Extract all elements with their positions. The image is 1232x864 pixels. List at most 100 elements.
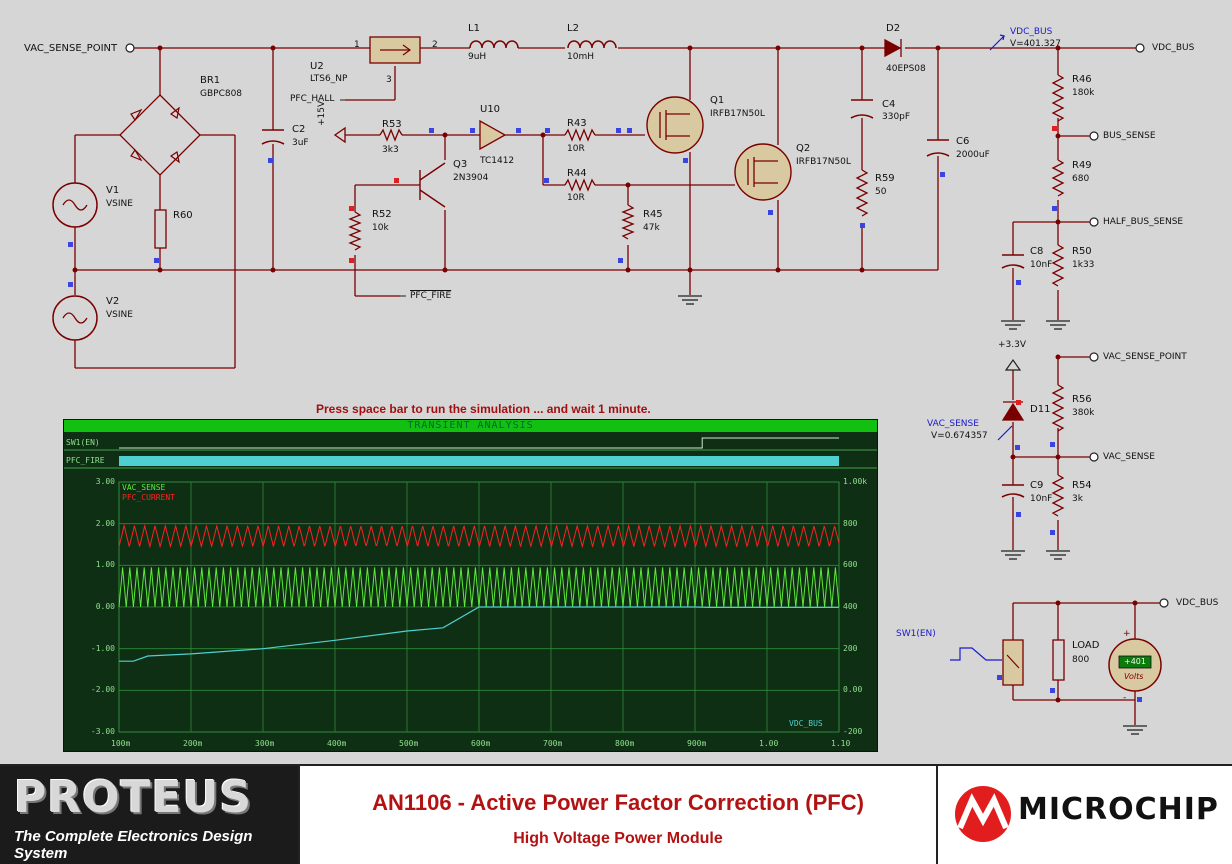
right-tick-label: -200: [843, 727, 863, 736]
l2-value: 10mH: [567, 52, 594, 62]
graph-title: TRANSIENT ANALYSIS: [64, 420, 877, 432]
c4-ref: C4: [882, 99, 896, 110]
probe-vdc-bus-name: VDC_BUS: [1010, 27, 1053, 37]
r50-ref: R50: [1072, 246, 1092, 257]
terminal-pfc-fire: PFC_FIRE: [410, 291, 452, 301]
u2-pin1: 1: [354, 40, 360, 50]
c8-ref: C8: [1030, 246, 1044, 257]
terminal-vdc-bus-right: VDC_BUS: [1176, 598, 1219, 608]
transient-analysis-graph[interactable]: TRANSIENT ANALYSIS 3.00 2.00 1.00 0.00 -1.00…: [63, 419, 878, 752]
q1-ref: Q1: [710, 95, 725, 106]
terminal-vac-sense-point-right: VAC_SENSE_POINT: [1103, 352, 1187, 362]
q3-ref: Q3: [453, 159, 468, 170]
c6-ref: C6: [956, 136, 970, 147]
left-tick-label: 2.00: [95, 518, 115, 528]
v1-value: VSINE: [106, 199, 133, 209]
vdc-bus-trace: [119, 606, 839, 662]
u10-value: TC1412: [480, 156, 515, 166]
load-value: 800: [1072, 655, 1090, 665]
q2-value: IRFB17N50L: [796, 157, 851, 167]
terminal-pfc-hall: PFC_HALL: [290, 94, 335, 104]
x-tick-label: 600m: [471, 739, 491, 748]
r45-value: 47k: [643, 223, 660, 233]
document-subtitle: High Voltage Power Module: [513, 830, 723, 847]
c8-value: 10nF: [1030, 260, 1053, 270]
r59-value: 50: [875, 187, 887, 197]
proteus-logo: PROTEUS: [14, 772, 253, 823]
c6-value: 2000uF: [956, 150, 990, 160]
terminal-vac-sense-point: VAC_SENSE_POINT: [24, 43, 118, 54]
pfc-fire-trace: [119, 456, 839, 466]
title-block: PROTEUS The Complete Electronics Design …: [0, 764, 1232, 864]
left-tick-label: -3.00: [90, 727, 115, 736]
x-tick-label: 800m: [615, 739, 635, 748]
u2-pin2: 2: [432, 40, 438, 50]
right-tick-label: 1.00k: [843, 477, 868, 486]
digital-trace-label: PFC_FIRE: [66, 456, 105, 465]
terminal-plus15v: +15V: [317, 100, 327, 126]
q2-ref: Q2: [796, 143, 811, 154]
sw1-en-trace: [119, 437, 839, 449]
r56-value: 380k: [1072, 408, 1095, 418]
proteus-tagline: The Complete Electronics Design System: [14, 828, 253, 862]
voltmeter-minus: -: [1123, 693, 1127, 703]
c4-value: 330pF: [882, 112, 911, 122]
left-tick-label: 1.00: [95, 560, 115, 570]
r49-ref: R49: [1072, 160, 1092, 171]
r49-value: 680: [1072, 174, 1090, 184]
pfc-current-trace: [118, 523, 840, 549]
sw1-ref[interactable]: SW1(EN): [896, 629, 936, 639]
voltmeter-plus: +: [1123, 629, 1131, 639]
d11-ref: D11: [1030, 404, 1051, 415]
r43-ref: R43: [567, 118, 587, 129]
terminal-half-bus-sense: HALF_BUS_SENSE: [1103, 217, 1184, 227]
u2-ref: U2: [310, 61, 324, 72]
right-tick-label: 200: [843, 643, 858, 653]
r59-ref: R59: [875, 173, 895, 184]
x-tick-label: 100m: [111, 739, 131, 748]
terminal-bus-sense: BUS_SENSE: [1103, 131, 1156, 141]
proteus-logo-box: PROTEUS The Complete Electronics Design …: [0, 766, 300, 864]
graph-plot: [64, 437, 877, 733]
right-tick-label: 600: [843, 560, 858, 570]
q3-value: 2N3904: [453, 173, 489, 183]
q1-value: IRFB17N50L: [710, 109, 765, 119]
r52-value: 10k: [372, 223, 389, 233]
x-tick-label: 900m: [687, 739, 707, 748]
r53-ref: R53: [382, 119, 402, 130]
right-tick-label: 400: [843, 602, 858, 611]
d2-value: 40EPS08: [886, 64, 926, 74]
x-tick-label: 400m: [327, 739, 347, 748]
x-tick-label: 300m: [255, 739, 275, 748]
terminal-vac-sense: VAC_SENSE: [1103, 452, 1155, 462]
voltmeter-display: +401: [1124, 657, 1146, 666]
r46-ref: R46: [1072, 74, 1092, 85]
r54-ref: R54: [1072, 480, 1092, 491]
x-tick-label: 200m: [183, 739, 203, 748]
v1-ref: V1: [106, 185, 120, 196]
r60-ref: R60: [173, 210, 193, 221]
load-ref: LOAD: [1072, 640, 1100, 651]
digital-trace-label: SW1(EN): [66, 438, 100, 447]
br1-value: GBPC808: [200, 89, 243, 99]
legend-vac-sense: VAC_SENSE: [122, 483, 166, 492]
u10-ref: U10: [480, 104, 501, 115]
schematic-wires: [52, 34, 1169, 735]
u2-value: LTS6_NP: [310, 74, 348, 84]
r52-ref: R52: [372, 209, 392, 220]
c9-value: 10nF: [1030, 494, 1053, 504]
left-tick-label: -1.00: [90, 643, 115, 653]
r46-value: 180k: [1072, 88, 1095, 98]
voltmeter-unit: Volts: [1124, 672, 1144, 681]
left-tick-label: 3.00: [95, 477, 115, 486]
microchip-logo-icon: [955, 786, 1011, 842]
run-instruction: Press space bar to run the simulation ..…: [316, 402, 651, 416]
l2-ref: L2: [567, 23, 579, 34]
x-tick-label: 700m: [543, 739, 563, 748]
r45-ref: R45: [643, 209, 663, 220]
u2-pin3: 3: [386, 75, 392, 85]
probe-vdc-bus-reading: V=401.327: [1010, 39, 1061, 49]
l1-ref: L1: [468, 23, 480, 34]
left-tick-label: 0.00: [95, 602, 115, 611]
